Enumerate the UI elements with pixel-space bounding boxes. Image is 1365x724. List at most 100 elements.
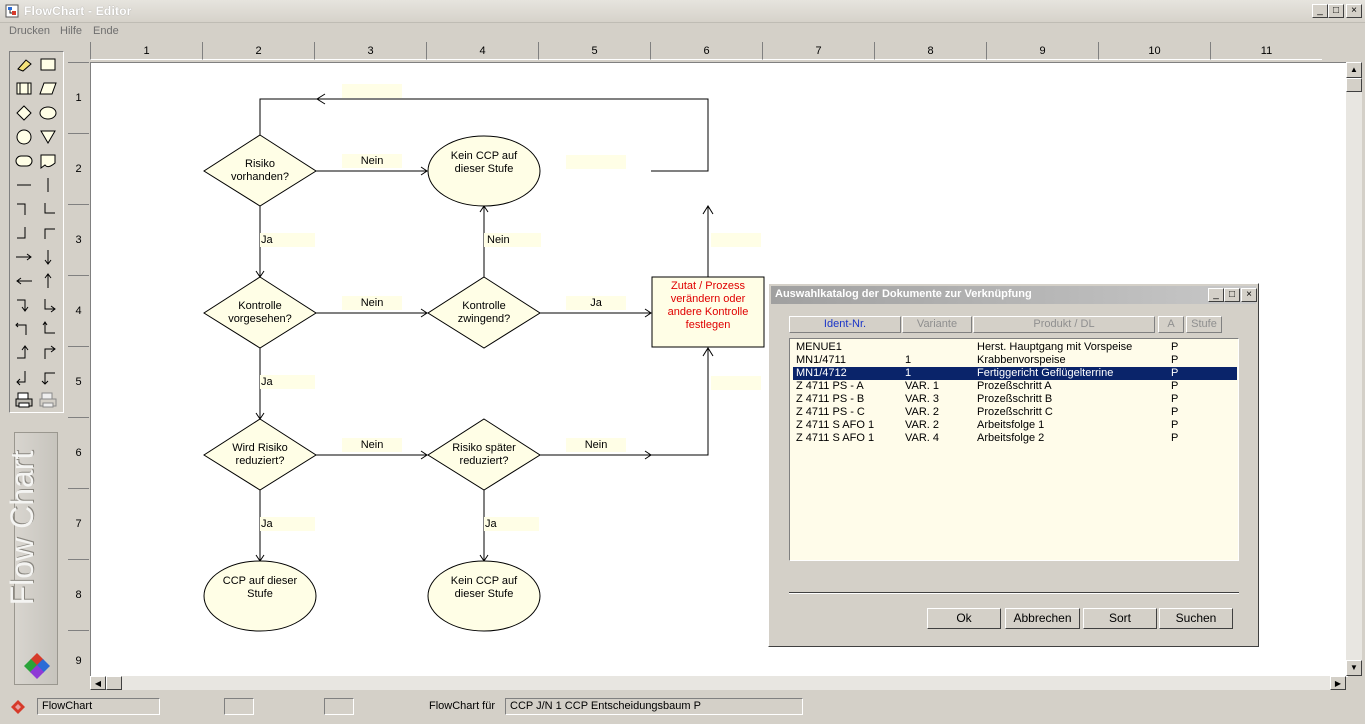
- cell-a: P: [1171, 367, 1179, 379]
- shape-text-line: Risiko später: [452, 442, 516, 454]
- dialog-close-button[interactable]: ×: [1241, 288, 1257, 302]
- menu-hilfe[interactable]: Hilfe: [60, 25, 83, 37]
- terminator-tool-icon[interactable]: [13, 151, 35, 171]
- ellipse-tool-icon[interactable]: [37, 103, 59, 123]
- dialog-divider: [789, 592, 1239, 594]
- cell-a: P: [1171, 380, 1179, 392]
- elbow-arrow-tool-icon[interactable]: [13, 343, 35, 363]
- shape-text-line: vorgesehen?: [228, 313, 292, 325]
- cell-a: P: [1171, 341, 1179, 353]
- label-ja: Ja: [484, 517, 539, 531]
- hline-tool-icon[interactable]: [13, 175, 35, 195]
- dialog-maximize-button[interactable]: □: [1224, 288, 1240, 302]
- label-nein: Nein: [342, 154, 402, 168]
- vertical-scrollbar[interactable]: ▲ ▼: [1346, 62, 1362, 676]
- sort-button[interactable]: Sort: [1083, 608, 1157, 629]
- ruler-col: 6: [650, 42, 762, 60]
- scroll-left-icon[interactable]: ◀: [90, 676, 106, 690]
- dialog-title-bar: Auswahlkatalog der Dokumente zur Verknüp…: [771, 286, 1257, 304]
- menu-ende[interactable]: Ende: [93, 25, 119, 37]
- close-button[interactable]: ×: [1346, 4, 1362, 18]
- scroll-thumb[interactable]: [106, 676, 122, 690]
- corner-tool-icon[interactable]: [37, 199, 59, 219]
- corner-tool-icon[interactable]: [13, 223, 35, 243]
- elbow-arrow-tool-icon[interactable]: [13, 367, 35, 387]
- document-catalog-dialog: Auswahlkatalog der Dokumente zur Verknüp…: [768, 283, 1259, 647]
- parallelogram-tool-icon[interactable]: [37, 79, 59, 99]
- process-tool-icon[interactable]: [13, 79, 35, 99]
- cell-produkt: Herst. Hauptgang mit Vorspeise: [977, 341, 1133, 353]
- vline-tool-icon[interactable]: [37, 175, 59, 195]
- process-box-zutat[interactable]: Zutat / Prozess verändern oder andere Ko…: [654, 280, 762, 332]
- maximize-button[interactable]: □: [1328, 4, 1344, 18]
- shape-text-line: andere Kontrolle: [667, 306, 749, 318]
- ruler-row: 4: [68, 275, 89, 346]
- column-header-ident[interactable]: Ident-Nr.: [789, 316, 901, 333]
- ruler-col: 7: [762, 42, 874, 60]
- cell-a: P: [1171, 354, 1179, 366]
- cell-ident: Z 4711 S AFO 1: [796, 419, 875, 431]
- document-tool-icon[interactable]: [37, 151, 59, 171]
- column-header-produkt[interactable]: Produkt / DL: [973, 316, 1155, 333]
- arrow-right-tool-icon[interactable]: [13, 247, 35, 267]
- rectangle-tool-icon[interactable]: [37, 55, 59, 75]
- left-ruler: 1 2 3 4 5 6 7 8 9: [68, 62, 89, 690]
- print-icon[interactable]: [13, 390, 35, 410]
- scroll-thumb[interactable]: [1346, 78, 1362, 92]
- arrow-up-tool-icon[interactable]: [37, 271, 59, 291]
- search-button[interactable]: Suchen: [1159, 608, 1233, 629]
- elbow-arrow-tool-icon[interactable]: [13, 295, 35, 315]
- label-nein: Nein: [342, 438, 402, 452]
- arrow-left-tool-icon[interactable]: [13, 271, 35, 291]
- minimize-button[interactable]: _: [1312, 4, 1328, 18]
- cancel-button[interactable]: Abbrechen: [1005, 608, 1080, 629]
- eraser-icon[interactable]: [13, 55, 35, 75]
- ok-button[interactable]: Ok: [927, 608, 1001, 629]
- printer-setup-icon[interactable]: [37, 390, 59, 410]
- triangle-tool-icon[interactable]: [37, 127, 59, 147]
- cell-produkt: Krabbenvorspeise: [977, 354, 1066, 366]
- dialog-minimize-button[interactable]: _: [1208, 288, 1224, 302]
- shape-text-line: CCP auf dieser: [222, 575, 298, 587]
- arrow-down-tool-icon[interactable]: [37, 247, 59, 267]
- circle-tool-icon[interactable]: [13, 127, 35, 147]
- elbow-arrow-tool-icon[interactable]: [37, 319, 59, 339]
- corner-tool-icon[interactable]: [37, 223, 59, 243]
- cell-produkt: Prozeßschritt A: [977, 380, 1052, 392]
- elbow-arrow-tool-icon[interactable]: [37, 367, 59, 387]
- status-logo-icon: [11, 700, 25, 714]
- column-header-a[interactable]: A: [1158, 316, 1184, 333]
- label-nein: Nein: [342, 296, 402, 310]
- menu-drucken[interactable]: Drucken: [9, 25, 50, 37]
- ruler-row: 7: [68, 488, 89, 559]
- corner-tool-icon[interactable]: [13, 199, 35, 219]
- column-header-stufe[interactable]: Stufe: [1186, 316, 1222, 333]
- elbow-arrow-tool-icon[interactable]: [13, 319, 35, 339]
- scroll-up-icon[interactable]: ▲: [1346, 62, 1362, 78]
- column-header-variante[interactable]: Variante: [902, 316, 972, 333]
- scroll-right-icon[interactable]: ▶: [1330, 676, 1346, 690]
- status-value: CCP J/N 1 CCP Entscheidungsbaum P: [505, 698, 803, 715]
- scroll-down-icon[interactable]: ▼: [1346, 660, 1362, 676]
- elbow-arrow-tool-icon[interactable]: [37, 295, 59, 315]
- horizontal-scrollbar[interactable]: ◀ ▶: [90, 676, 1346, 690]
- diamond-tool-icon[interactable]: [13, 103, 35, 123]
- elbow-arrow-tool-icon[interactable]: [37, 343, 59, 363]
